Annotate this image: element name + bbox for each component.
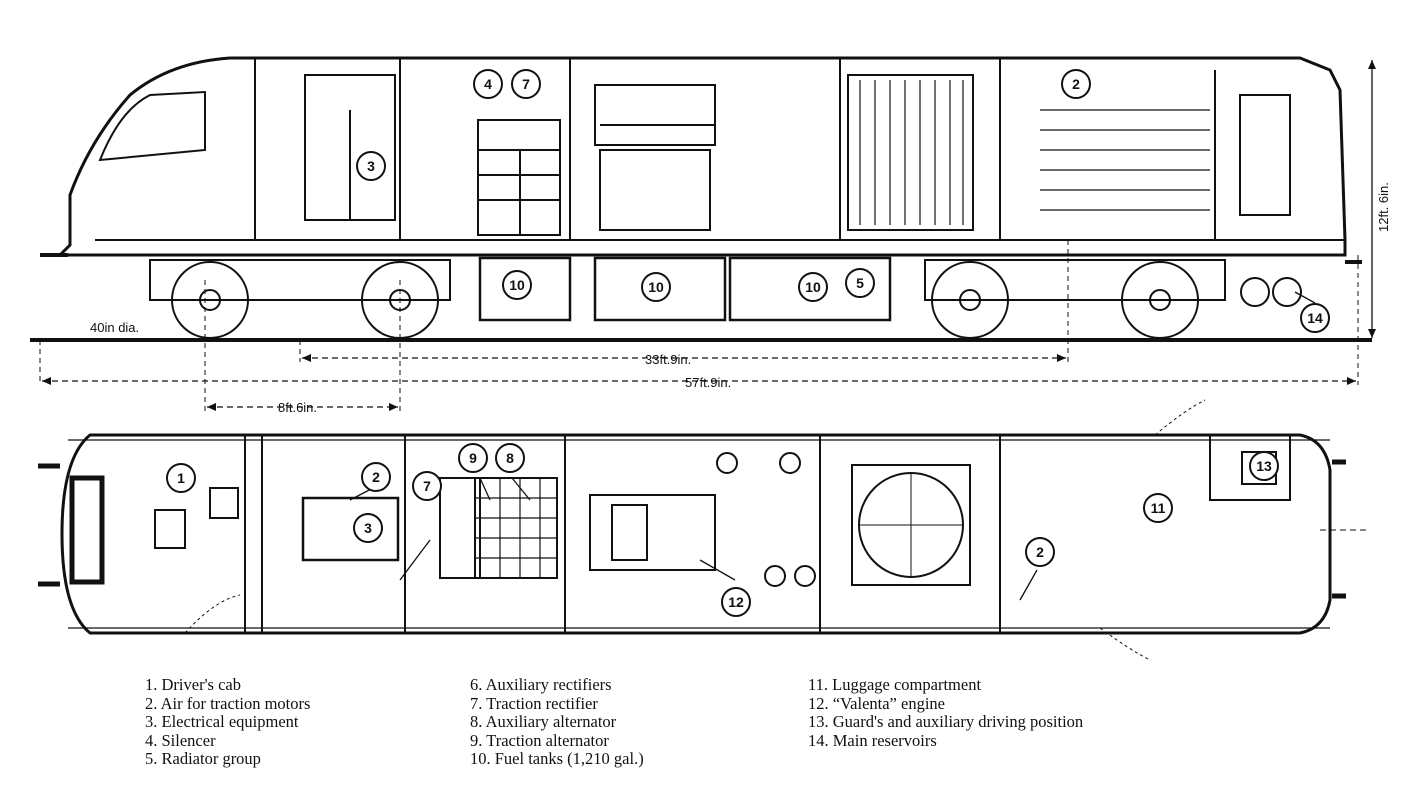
svg-text:13: 13: [1256, 458, 1272, 474]
legend-item: 3. Electrical equipment: [145, 712, 299, 731]
legend-column-1: 1. Driver's cab 2. Air for traction moto…: [145, 675, 311, 769]
svg-text:7: 7: [522, 76, 530, 92]
height-label: 12ft. 6in.: [1376, 182, 1391, 232]
svg-text:11: 11: [1151, 500, 1166, 516]
callout-plan-2b: 2: [1025, 537, 1055, 567]
legend-item: 9. Traction alternator: [470, 730, 609, 750]
svg-text:2: 2: [1036, 544, 1044, 560]
svg-text:2: 2: [1072, 76, 1080, 92]
callout-plan-3: 3: [353, 513, 383, 543]
legend-item: 1. Driver's cab: [145, 675, 241, 694]
legend-item: 12. “Valenta” engine: [808, 693, 945, 713]
svg-text:1: 1: [177, 470, 185, 486]
svg-text:9: 9: [469, 450, 477, 466]
legend-item: 10. Fuel tanks (1,210 gal.): [470, 749, 644, 768]
legend-item: 5. Radiator group: [145, 749, 261, 768]
legend-item: 4. Silencer: [145, 730, 216, 750]
svg-text:10: 10: [509, 277, 525, 293]
legend-column-2: 6. Auxiliary rectifiers 7. Traction rect…: [470, 675, 644, 769]
callout-plan-1: 1: [166, 463, 196, 493]
svg-text:12: 12: [728, 594, 744, 610]
svg-text:2: 2: [372, 469, 380, 485]
svg-text:14: 14: [1307, 310, 1323, 326]
bogie-centres-label: 33ft.9in.: [645, 352, 691, 367]
callout-side-14: 14: [1300, 303, 1330, 333]
svg-text:10: 10: [805, 279, 821, 295]
legend-item: 7. Traction rectifier: [470, 693, 598, 713]
callout-side-10b: 10: [641, 272, 671, 302]
callout-side-4: 4: [473, 69, 503, 99]
dimension-lines: [42, 60, 1373, 408]
svg-text:10: 10: [648, 279, 664, 295]
svg-text:4: 4: [484, 76, 492, 92]
callout-plan-13: 13: [1249, 451, 1279, 481]
callout-side-2: 2: [1061, 69, 1091, 99]
callout-plan-7: 7: [412, 471, 442, 501]
overall-length-label: 57ft.9in.: [685, 375, 731, 390]
legend-item: 11. Luggage compartment: [808, 675, 982, 694]
legend-item: 8. Auxiliary alternator: [470, 712, 617, 731]
svg-text:3: 3: [367, 158, 375, 174]
legend-column-3: 11. Luggage compartment 12. “Valenta” en…: [808, 675, 1084, 750]
legend-item: 6. Auxiliary rectifiers: [470, 675, 612, 694]
legend-item: 14. Main reservoirs: [808, 730, 937, 750]
legend-item: 13. Guard's and auxiliary driving positi…: [808, 712, 1084, 731]
svg-text:8: 8: [506, 450, 514, 466]
callout-side-5: 5: [845, 268, 875, 298]
svg-text:7: 7: [423, 478, 431, 494]
callout-side-3: 3: [356, 151, 386, 181]
side-elevation: [30, 56, 1372, 412]
wheelbase-label: 8ft.6in.: [278, 400, 317, 415]
svg-text:3: 3: [364, 520, 372, 536]
callout-plan-8: 8: [495, 443, 525, 473]
callout-side-7: 7: [511, 69, 541, 99]
callout-plan-12: 12: [721, 587, 751, 617]
legend-item: 2. Air for traction motors: [145, 693, 311, 713]
callout-side-10c: 10: [798, 272, 828, 302]
callout-side-10a: 10: [502, 270, 532, 300]
plan-view: [38, 399, 1366, 661]
svg-text:5: 5: [856, 275, 864, 291]
callout-plan-2: 2: [361, 462, 391, 492]
callout-plan-11: 11: [1143, 493, 1173, 523]
callout-plan-9: 9: [458, 443, 488, 473]
wheel-diameter-label: 40in dia.: [90, 320, 139, 335]
